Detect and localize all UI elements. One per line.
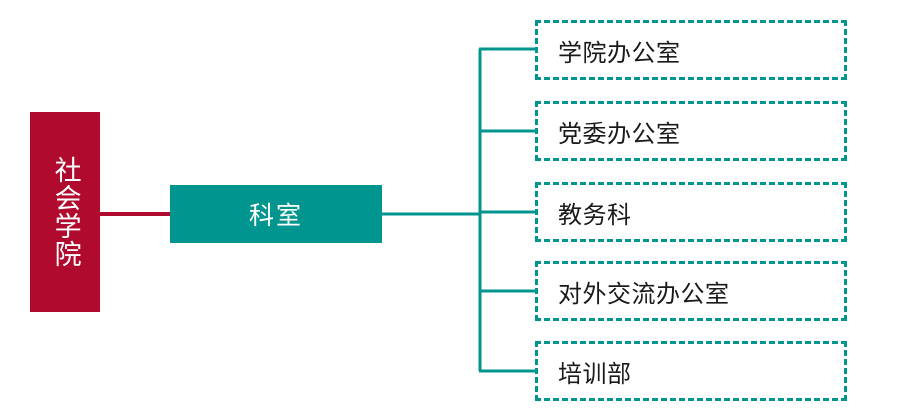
node-mid-label: 科室 [248, 203, 303, 230]
node-leaf-3-label: 教务科 [558, 202, 632, 229]
node-leaf-5[interactable]: 培训部 [535, 341, 847, 401]
node-leaf-4-label: 对外交流办公室 [558, 281, 730, 308]
node-leaf-3[interactable]: 教务科 [535, 182, 847, 242]
node-leaf-1-label: 学院办公室 [558, 40, 681, 67]
node-leaf-1[interactable]: 学院办公室 [535, 20, 847, 80]
node-mid-departments[interactable]: 科室 [170, 185, 382, 243]
node-leaf-2-label: 党委办公室 [558, 121, 681, 148]
node-root[interactable]: 社会学院 [30, 112, 100, 312]
node-leaf-2[interactable]: 党委办公室 [535, 101, 847, 161]
node-leaf-4[interactable]: 对外交流办公室 [535, 261, 847, 321]
node-leaf-5-label: 培训部 [558, 361, 632, 388]
node-root-label: 社会学院 [50, 156, 81, 268]
